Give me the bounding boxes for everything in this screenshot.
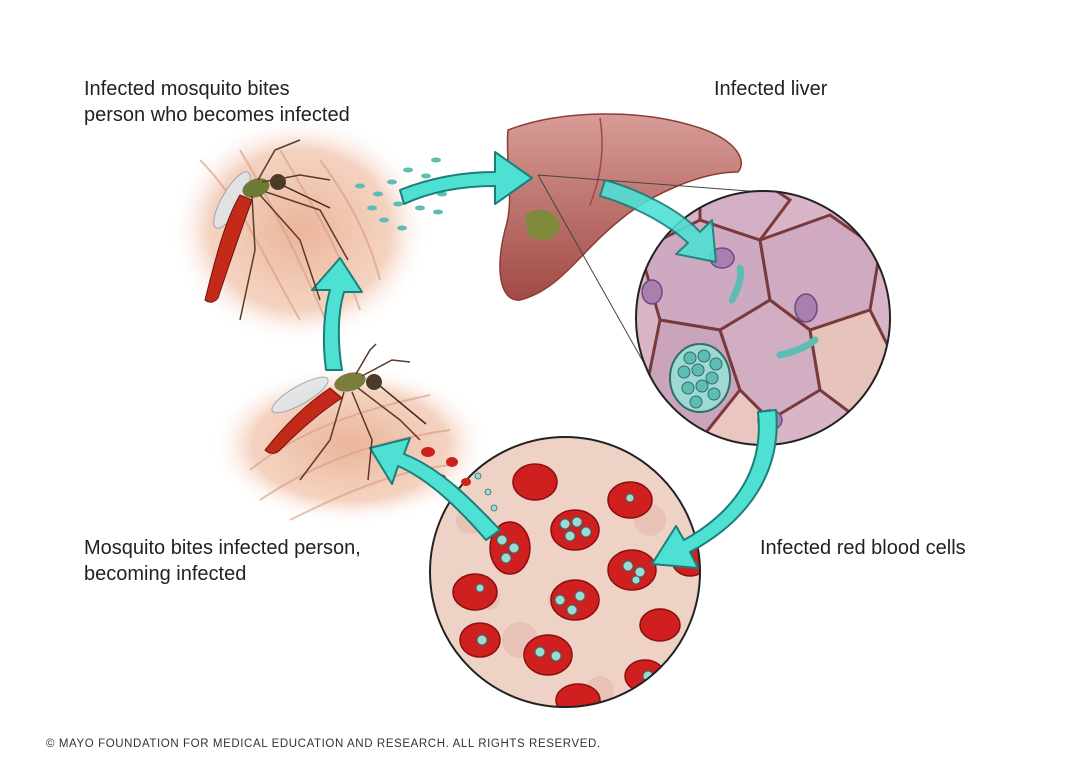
label-line: Infected red blood cells [760, 537, 966, 559]
lower-mosquito-icon [264, 343, 427, 481]
arrow-lower-to-upper [311, 257, 363, 371]
arrow-cells-to-rbc [651, 409, 778, 569]
label-mosquito-bites-infected-person: Mosquito bites infected person, becoming… [84, 535, 361, 587]
upper-skin-icon [170, 115, 430, 345]
label-infected-liver: Infected liver [714, 76, 827, 102]
liver-cells-icon [635, 190, 891, 446]
cycle-arrows [311, 151, 778, 569]
label-line: Mosquito bites infected person, [84, 537, 361, 559]
red-blood-cells-icon [429, 436, 701, 708]
liver-icon [499, 113, 743, 301]
upper-mosquito-icon [204, 139, 349, 321]
label-infected-mosquito-bites: Infected mosquito bites person who becom… [84, 76, 350, 128]
arrow-bite-to-liver [399, 151, 533, 205]
arrow-rbc-to-bite [369, 437, 501, 541]
arrow-liver-to-cells [599, 179, 717, 263]
label-line: becoming infected [84, 563, 247, 585]
label-line: Infected liver [714, 78, 828, 100]
label-line: person who becomes infected [84, 104, 350, 126]
label-line: Infected mosquito bites [84, 78, 290, 100]
copyright-notice: © MAYO FOUNDATION FOR MEDICAL EDUCATION … [46, 738, 601, 750]
label-infected-red-blood-cells: Infected red blood cells [760, 535, 966, 561]
